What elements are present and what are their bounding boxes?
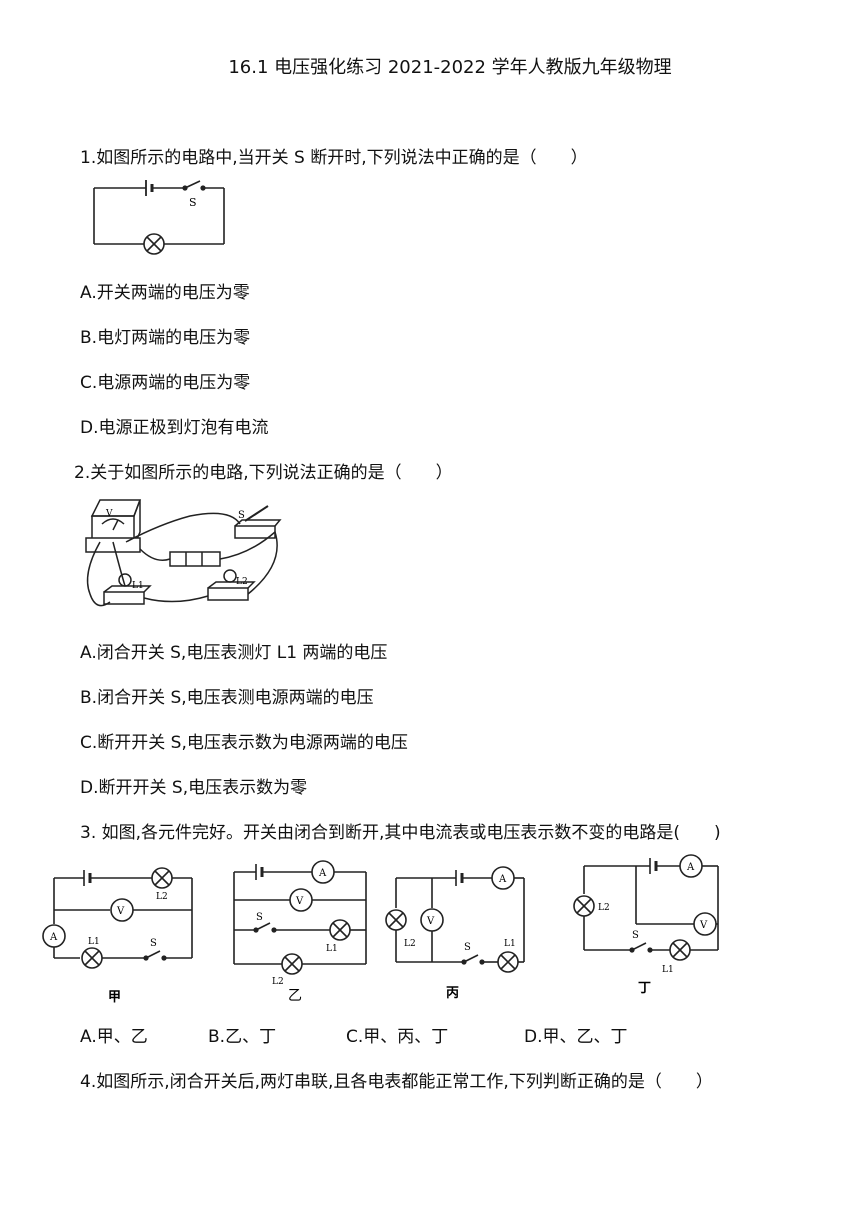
question-4-stem: 4.如图所示,闭合开关后,两灯串联,且各电表都能正常工作,下列判断正确的是（ ） [80,1072,713,1092]
q2-switch-label: S [238,510,245,521]
q3-ding-l2-label: L2 [598,903,610,913]
q3-caption-jia: 甲 [108,990,121,1005]
q3-jia-switch-label: S [150,938,157,949]
q3-jia-l2-label: L2 [156,892,168,902]
q2-l1-label: L1 [132,581,144,591]
q3-yi-l2-label: L2 [272,977,284,987]
question-2-option-b: B.闭合开关 S,电压表测电源两端的电压 [80,688,374,708]
question-3-option-c: C.甲、丙、丁 [346,1027,449,1047]
q3-caption-yi: 乙 [288,988,302,1004]
q3-caption-bing: 丙 [446,986,459,1001]
q3-bing-switch-label: S [464,942,471,953]
question-3-option-d: D.甲、乙、丁 [524,1027,628,1047]
q3-bing-voltmeter-label: V [426,916,435,927]
question-1-circuit-figure: S [93,180,225,255]
question-3-circuit-bing: A V L2 S L1 丙 [385,866,525,1001]
q3-yi-switch-label: S [256,912,263,923]
q3-yi-l1-label: L1 [326,944,338,954]
q3-jia-l1-label: L1 [88,937,100,947]
q3-bing-ammeter-label: A [498,874,507,885]
question-1-option-c: C.电源两端的电压为零 [80,373,251,393]
q2-voltmeter-label: V [105,509,113,519]
question-3-stem: 3. 如图,各元件完好。开关由闭合到断开,其中电流表或电压表示数不变的电路是( … [80,823,721,843]
question-1-option-b: B.电灯两端的电压为零 [80,328,251,348]
question-1-option-a: A.开关两端的电压为零 [80,283,250,303]
question-2-stem: 2.关于如图所示的电路,下列说法正确的是（ ） [74,463,453,483]
question-2-apparatus-figure: V S L1 L2 [85,499,282,607]
q3-jia-ammeter-label: A [49,932,58,943]
q2-l2-label: L2 [236,577,248,587]
q3-ding-voltmeter-label: V [699,920,708,931]
question-2-option-c: C.断开开关 S,电压表示数为电源两端的电压 [80,733,408,753]
question-2-option-d: D.断开开关 S,电压表示数为零 [80,778,308,798]
q3-caption-ding: 丁 [638,981,651,996]
question-1-stem: 1.如图所示的电路中,当开关 S 断开时,下列说法中正确的是（ ） [80,148,588,168]
q3-ding-ammeter-label: A [686,862,695,873]
q3-yi-voltmeter-label: V [295,896,304,907]
q3-bing-l2-label: L2 [404,939,416,949]
q3-ding-switch-label: S [632,930,639,941]
question-1-option-d: D.电源正极到灯泡有电流 [80,418,269,438]
question-3-option-b: B.乙、丁 [208,1027,277,1047]
question-3-circuit-yi: A V S L1 L2 乙 [233,860,367,1004]
page-title: 16.1 电压强化练习 2021-2022 学年人教版九年级物理 [228,57,672,78]
q3-ding-l1-label: L1 [662,965,674,975]
q3-bing-l1-label: L1 [504,939,516,949]
q3-jia-voltmeter-label: V [116,906,125,917]
q3-yi-ammeter-label: A [318,868,327,879]
question-3-circuit-ding: A V L2 S L1 丁 [573,854,719,996]
question-2-option-a: A.闭合开关 S,电压表测灯 L1 两端的电压 [80,643,388,663]
question-3-circuit-jia: A V L2 L1 S 甲 [42,867,193,1005]
question-3-option-a: A.甲、乙 [80,1027,148,1047]
q1-switch-label: S [189,196,197,209]
